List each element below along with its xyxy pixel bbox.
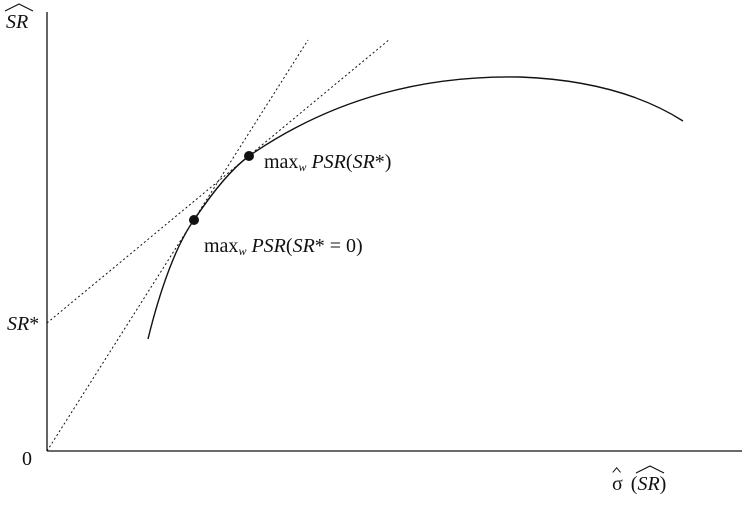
annotation-func: PSR [251, 235, 286, 257]
annotation-max: max [264, 151, 299, 173]
annotation-open: ( [345, 151, 353, 173]
annotation-max-psr-sr-star: maxw PSR(SR*) [264, 152, 391, 173]
annotation-max-psr-sr-star-zero: maxw PSR(SR* = 0) [204, 236, 363, 257]
annotation-sub-w: w [238, 244, 247, 258]
point-max-psr-sr-star-zero [189, 215, 199, 225]
origin-label: 0 [22, 448, 32, 470]
sr-star-asterisk: * [29, 313, 40, 335]
sr-star-symbol: SR [7, 313, 30, 335]
y-axis-symbol: SR [4, 3, 34, 33]
y-axis-label: SR [4, 3, 34, 33]
sr-star-intercept-label: SR* [7, 314, 39, 334]
annotation-arg: SR [292, 235, 315, 257]
annotation-tail: * = 0) [314, 235, 363, 257]
annotation-open: ( [285, 235, 293, 257]
annotation-max: max [204, 235, 239, 257]
x-axis-close-paren: ) [659, 473, 667, 495]
frontier-curve [147, 76, 684, 340]
hat-accent-icon [636, 465, 665, 474]
tangent-line-from-origin [46, 39, 309, 452]
hat-accent-icon [4, 3, 34, 12]
point-max-psr-sr-star [244, 151, 254, 161]
x-axis-sigma: σ [612, 467, 623, 495]
x-axis-sigma-text: σ [612, 473, 623, 495]
x-axis-label: σ ( SR ) [612, 465, 667, 495]
annotation-func: PSR [311, 151, 346, 173]
hat-accent-icon [612, 467, 621, 473]
x-axis-symbol: SR [636, 465, 665, 495]
x-axis-symbol-text: SR [637, 473, 660, 495]
annotation-sub-w: w [298, 160, 307, 174]
x-axis-open-paren: ( [630, 473, 638, 495]
y-axis-symbol-text: SR [6, 11, 29, 33]
annotation-tail: *) [374, 151, 392, 173]
annotation-arg: SR [352, 151, 375, 173]
